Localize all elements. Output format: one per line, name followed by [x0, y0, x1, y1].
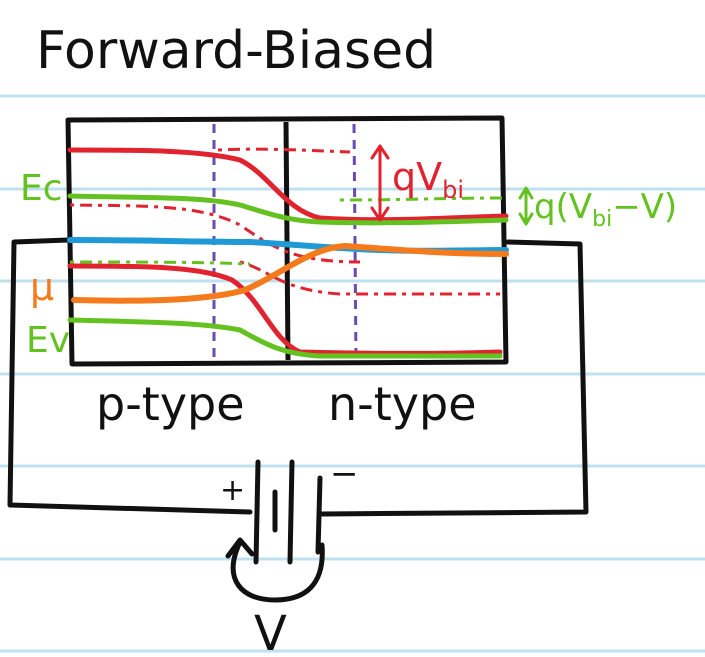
- qvbiv-arrowhead-bottom: [518, 212, 534, 226]
- depletion-edge-n: [352, 123, 358, 363]
- equilibrium-bands-green: [69, 196, 503, 266]
- circuit-wire: [7, 237, 589, 517]
- band-ev-red: [67, 263, 503, 356]
- band-ec-green: [67, 193, 509, 226]
- junction-box: [65, 115, 509, 367]
- qvbi-arrowhead-bottom: [370, 206, 390, 222]
- band-ev-green: [67, 317, 503, 359]
- band-mu-orange: [71, 242, 509, 304]
- minus-sign: −: [330, 454, 359, 494]
- voltage-label: V: [254, 606, 287, 657]
- qvbiv-suffix: −V): [612, 187, 677, 227]
- qvbi-arrow: [370, 144, 390, 222]
- page-title: Forward-Biased: [36, 21, 436, 81]
- ev-label: Ev: [26, 320, 70, 361]
- qvbi-main: qV: [392, 155, 442, 199]
- qvbi-subscript: bi: [442, 176, 464, 204]
- voltage-arc: [230, 539, 325, 603]
- battery-symbol: [253, 459, 323, 565]
- junction-outline: [65, 115, 509, 367]
- band-ec-red: [67, 147, 509, 223]
- qvbiv-arrowhead-top: [518, 186, 534, 200]
- equilibrium-ev-red: [239, 260, 500, 296]
- battery-plate-long: [287, 459, 295, 565]
- n-type-label: n-type: [328, 377, 477, 431]
- qvbi-label: qVbi: [392, 155, 464, 204]
- qvbi-arrowhead-top: [370, 144, 390, 160]
- equilibrium-ec-red: [217, 147, 351, 154]
- battery-plate-long: [253, 459, 261, 565]
- voltage-arrow: [225, 537, 325, 603]
- voltage-arrowhead: [225, 537, 255, 559]
- equilibrium-ev-green: [69, 260, 251, 266]
- qvbiv-arrow: [518, 186, 534, 226]
- right-wire: [319, 239, 589, 517]
- left-wire: [7, 237, 253, 515]
- mu-label: μ: [30, 265, 54, 309]
- ec-label: Ec: [20, 168, 63, 209]
- notebook-lines: [0, 94, 705, 653]
- qvbiv-label: q(Vbi−V): [534, 187, 677, 232]
- junction-divider: [283, 121, 291, 361]
- plus-sign: +: [220, 473, 245, 508]
- qvbiv-prefix: q(V: [534, 187, 592, 227]
- equilibrium-ec-green: [339, 196, 503, 202]
- battery-plate-short: [315, 475, 323, 555]
- qvbiv-subscript: bi: [592, 207, 612, 232]
- p-type-label: p-type: [96, 377, 245, 431]
